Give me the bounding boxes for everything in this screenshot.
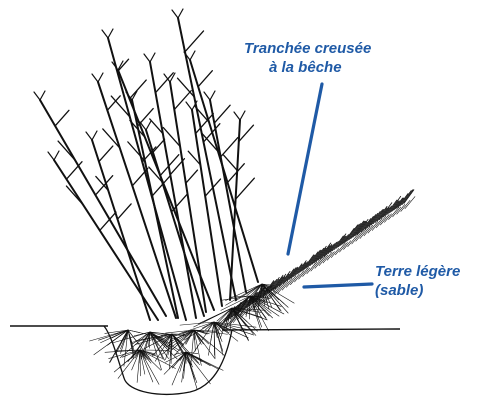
twig — [190, 51, 195, 60]
twig — [236, 178, 255, 199]
root-hair — [192, 322, 214, 355]
twig — [186, 170, 198, 183]
sand-hatch — [283, 269, 294, 283]
twig — [92, 74, 98, 82]
twig — [92, 131, 97, 140]
twig — [153, 139, 165, 152]
twig — [224, 155, 238, 170]
twig — [220, 138, 238, 158]
twig — [55, 110, 69, 126]
twig — [102, 30, 108, 38]
twig — [48, 152, 54, 160]
twig — [174, 91, 191, 110]
twig — [234, 112, 240, 120]
twig — [34, 92, 40, 100]
trench-label: Tranchée creusée à la bêche — [244, 39, 371, 77]
twig — [210, 91, 215, 100]
twig — [54, 151, 59, 160]
plant-stems — [34, 9, 258, 320]
twig — [240, 111, 245, 120]
twig — [130, 80, 147, 99]
twig — [204, 92, 210, 100]
root-hair — [137, 350, 140, 382]
soil-pointer-line — [304, 284, 372, 287]
soil-label-line2: (sable) — [375, 281, 460, 300]
twig — [144, 54, 150, 62]
sand-hatch — [292, 264, 302, 278]
twig — [66, 162, 82, 179]
twig — [86, 132, 92, 140]
twig — [150, 53, 155, 62]
twig — [108, 29, 113, 38]
twig — [239, 125, 254, 141]
twig — [40, 91, 45, 100]
soil-label: Terre légère (sable) — [375, 262, 460, 300]
twig — [66, 186, 83, 205]
sand-hatch — [400, 191, 411, 207]
twig — [98, 73, 103, 82]
sand-hatch — [402, 190, 413, 205]
sand-hatch — [373, 209, 383, 223]
stem — [146, 130, 204, 316]
twig — [146, 121, 151, 130]
twig — [214, 105, 230, 123]
trench-label-line1: Tranchée creusée — [244, 39, 371, 58]
root-hair — [140, 350, 161, 370]
root-hair — [186, 352, 210, 384]
twig — [185, 31, 204, 52]
trench-pointer-line — [288, 84, 322, 254]
twig — [178, 9, 183, 18]
trench-label-line2: à la bêche — [244, 58, 371, 77]
twig — [226, 164, 244, 185]
twig — [198, 71, 212, 87]
soil-label-line1: Terre légère — [375, 262, 460, 281]
twig — [118, 204, 132, 219]
stem — [190, 60, 258, 282]
twig — [99, 146, 113, 162]
twig — [138, 109, 154, 127]
twig — [186, 102, 192, 110]
twig — [172, 10, 178, 18]
stem — [108, 38, 186, 320]
